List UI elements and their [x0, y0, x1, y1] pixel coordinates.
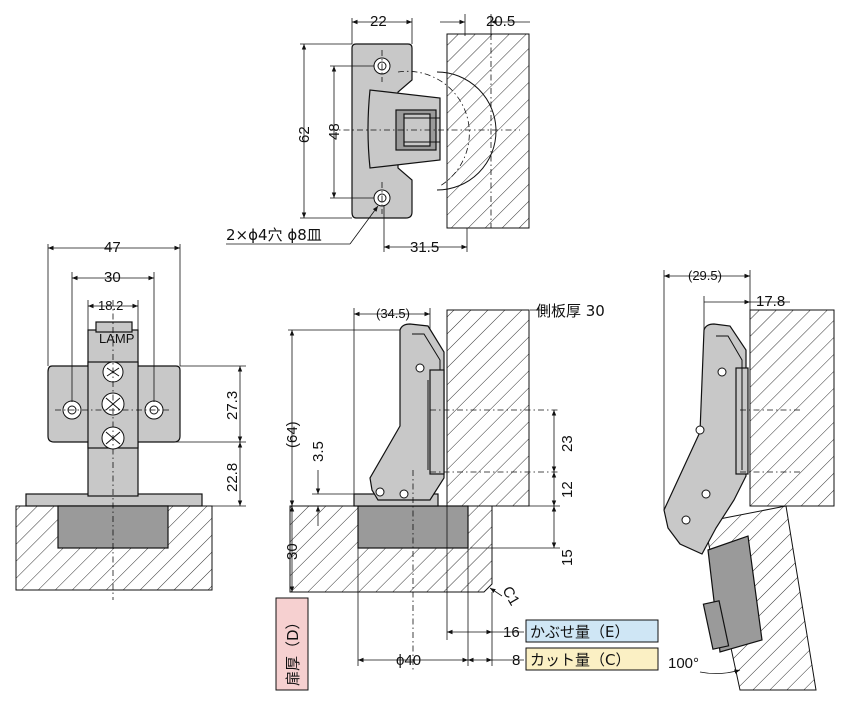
open-view: (29.5) 17.8 100° — [663, 268, 835, 691]
dim-front-27-3: 27.3 — [224, 391, 241, 420]
dim-side-3-5: 3.5 — [310, 441, 327, 462]
dim-top-22: 22 — [370, 13, 387, 30]
dim-side-23: 23 — [559, 435, 576, 452]
side-cabinet-panel — [446, 309, 530, 507]
cut-label-box — [525, 647, 659, 671]
dim-side-34-5: (34.5) — [376, 306, 410, 321]
hole-note: 2×ϕ4穴 ϕ8皿 — [226, 226, 322, 244]
dim-top-31-5: 31.5 — [410, 239, 439, 256]
dim-overlay-16: 16 — [503, 624, 520, 641]
dim-side-64: (64) — [284, 421, 301, 448]
open-hinge-arm — [663, 323, 747, 555]
cut-label: カット量（C） — [530, 651, 630, 669]
dim-cut-8: 8 — [512, 652, 520, 669]
front-view: LAMP 47 30 18.2 27.3 22.8 — [15, 239, 246, 600]
chamfer-c1: C1 — [499, 584, 523, 609]
overlay-label-box — [525, 619, 659, 643]
dim-front-22-8: 22.8 — [224, 463, 241, 492]
dim-top-48: 48 — [326, 123, 343, 140]
dim-bore-phi40: ϕ40 — [396, 652, 421, 669]
dim-side-15: 15 — [559, 549, 576, 566]
open-angle: 100° — [668, 655, 699, 672]
door-thickness-label-box — [275, 597, 309, 691]
dim-top-62: 62 — [296, 126, 313, 143]
side-panel-thickness-label: 側板厚 30 — [536, 302, 605, 320]
front-logo: LAMP — [99, 331, 134, 346]
dim-front-30: 30 — [104, 269, 121, 286]
dim-open-29-5: (29.5) — [688, 268, 722, 283]
open-cabinet-panel — [749, 309, 835, 507]
top-view: 22 20.5 62 48 31.5 2×ϕ4穴 ϕ8皿 — [226, 13, 530, 256]
dim-side-30: 30 — [284, 543, 301, 560]
dim-front-47: 47 — [104, 239, 121, 256]
side-hinge-arm — [369, 323, 445, 501]
side-view: (34.5) 側板厚 30 (64) 3.5 23 12 15 30 C1 16 — [275, 302, 659, 691]
door-thickness-label: 扉厚（D） — [284, 614, 302, 686]
dim-top-20-5: 20.5 — [486, 13, 515, 30]
dim-front-18-2: 18.2 — [98, 298, 123, 313]
dim-side-12: 12 — [559, 481, 576, 498]
dim-open-17-8: 17.8 — [756, 293, 785, 310]
overlay-label: かぶせ量（E） — [530, 623, 629, 641]
top-side-panel — [446, 33, 530, 229]
